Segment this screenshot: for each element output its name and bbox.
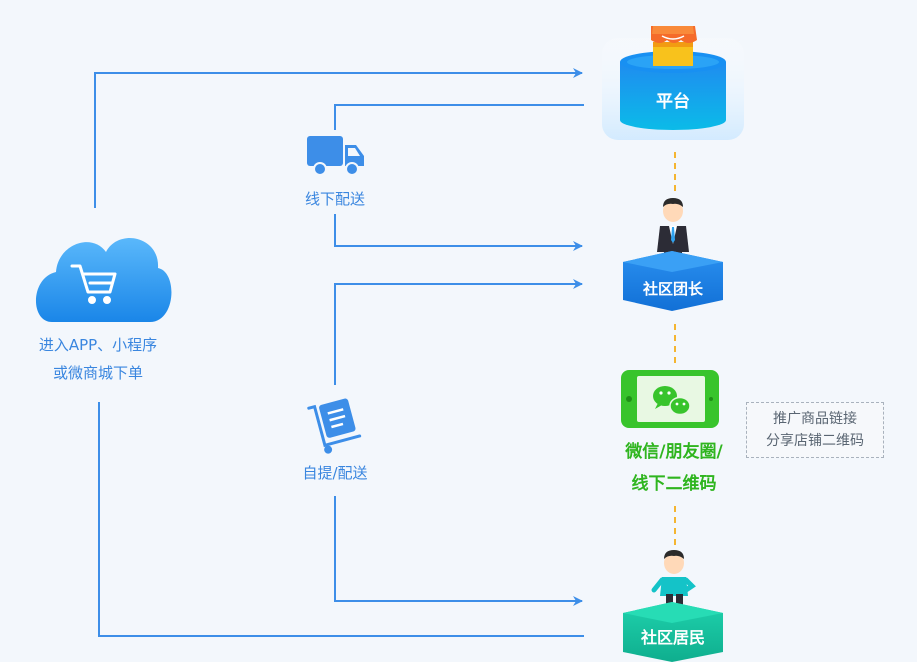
- resident-box: [623, 602, 723, 662]
- customer-cloud-icon: [35, 238, 172, 322]
- pickup-delivery-label: 自提/配送: [302, 464, 368, 482]
- line-platform-offline-delivery: [334, 104, 584, 130]
- leader-avatar: [657, 198, 689, 258]
- share-note-line1: 推广商品链接: [773, 411, 857, 427]
- arrow-pickup-to-resident: [334, 496, 583, 606]
- shopping-cart-icon: [70, 264, 117, 304]
- channels-label-line2: 线下二维码: [631, 474, 717, 494]
- arrow-customer-to-platform: [94, 68, 583, 208]
- store-awning-icon: [651, 26, 697, 66]
- delivery-truck-icon: [307, 136, 364, 176]
- arrow-offline-delivery-to-leader: [334, 214, 583, 251]
- line-resident-to-customer: [98, 402, 584, 637]
- share-note-line2: 分享店铺二维码: [766, 433, 864, 449]
- leader-box: [623, 251, 723, 311]
- leader-label: 社区团长: [642, 280, 703, 298]
- hand-truck-icon: [307, 398, 362, 454]
- customer-label-line1: 进入APP、小程序: [38, 336, 158, 354]
- customer-label-line2: 或微商城下单: [52, 364, 143, 382]
- channels-label: 微信/朋友圈/ 线下二维码: [604, 436, 744, 500]
- resident-avatar: [651, 550, 696, 606]
- platform-label: 平台: [656, 92, 690, 112]
- arrow-pickup-to-leader: [334, 279, 583, 385]
- customer-label: 进入APP、小程序 或微商城下单: [22, 331, 174, 387]
- wechat-icon: [653, 386, 691, 416]
- share-note-box: 推广商品链接 分享店铺二维码: [746, 402, 884, 458]
- resident-label: 社区居民: [640, 628, 705, 647]
- channels-label-line1: 微信/朋友圈/: [625, 442, 723, 462]
- offline-delivery-label: 线下配送: [304, 190, 365, 208]
